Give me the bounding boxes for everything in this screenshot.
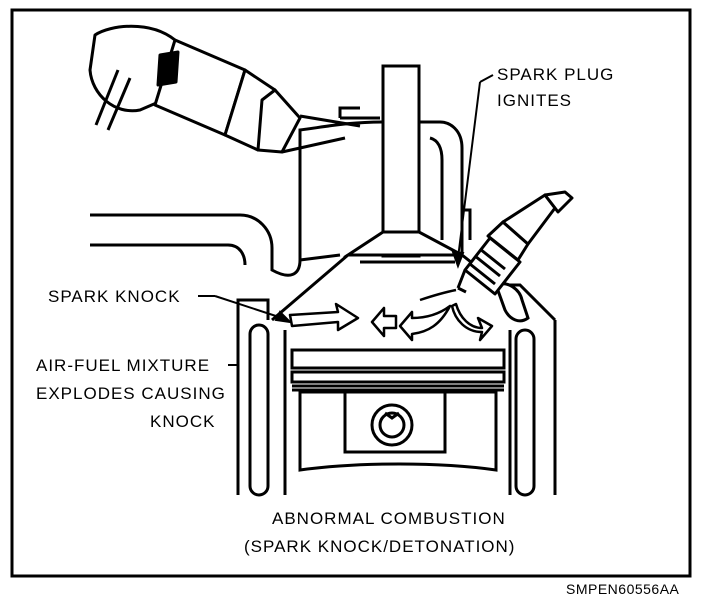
spark-plug-icon bbox=[456, 190, 574, 296]
spark-plug-label: SPARK PLUG bbox=[497, 65, 615, 84]
mixture-label-line1: AIR-FUEL MIXTURE bbox=[36, 356, 211, 375]
spark-knock-label: SPARK KNOCK bbox=[48, 287, 181, 306]
mixture-label-line3: KNOCK bbox=[150, 412, 216, 431]
spark-plug-label-line2: IGNITES bbox=[497, 91, 573, 110]
mixture-label-line2: EXPLODES CAUSING bbox=[36, 384, 226, 403]
cylinder-walls bbox=[248, 282, 536, 497]
valve-icon bbox=[342, 64, 463, 264]
piston-icon bbox=[290, 348, 506, 472]
figure-id: SMPEN60556AA bbox=[566, 581, 680, 597]
figure-frame bbox=[10, 8, 692, 578]
spark-plug-tool-icon bbox=[88, 24, 302, 154]
caption-line2: (SPARK KNOCK/DETONATION) bbox=[244, 537, 516, 556]
cylinder-head bbox=[90, 106, 472, 277]
caption-line1: ABNORMAL COMBUSTION bbox=[272, 509, 506, 528]
leader-lines bbox=[198, 74, 494, 366]
knock-arrows bbox=[288, 288, 494, 342]
